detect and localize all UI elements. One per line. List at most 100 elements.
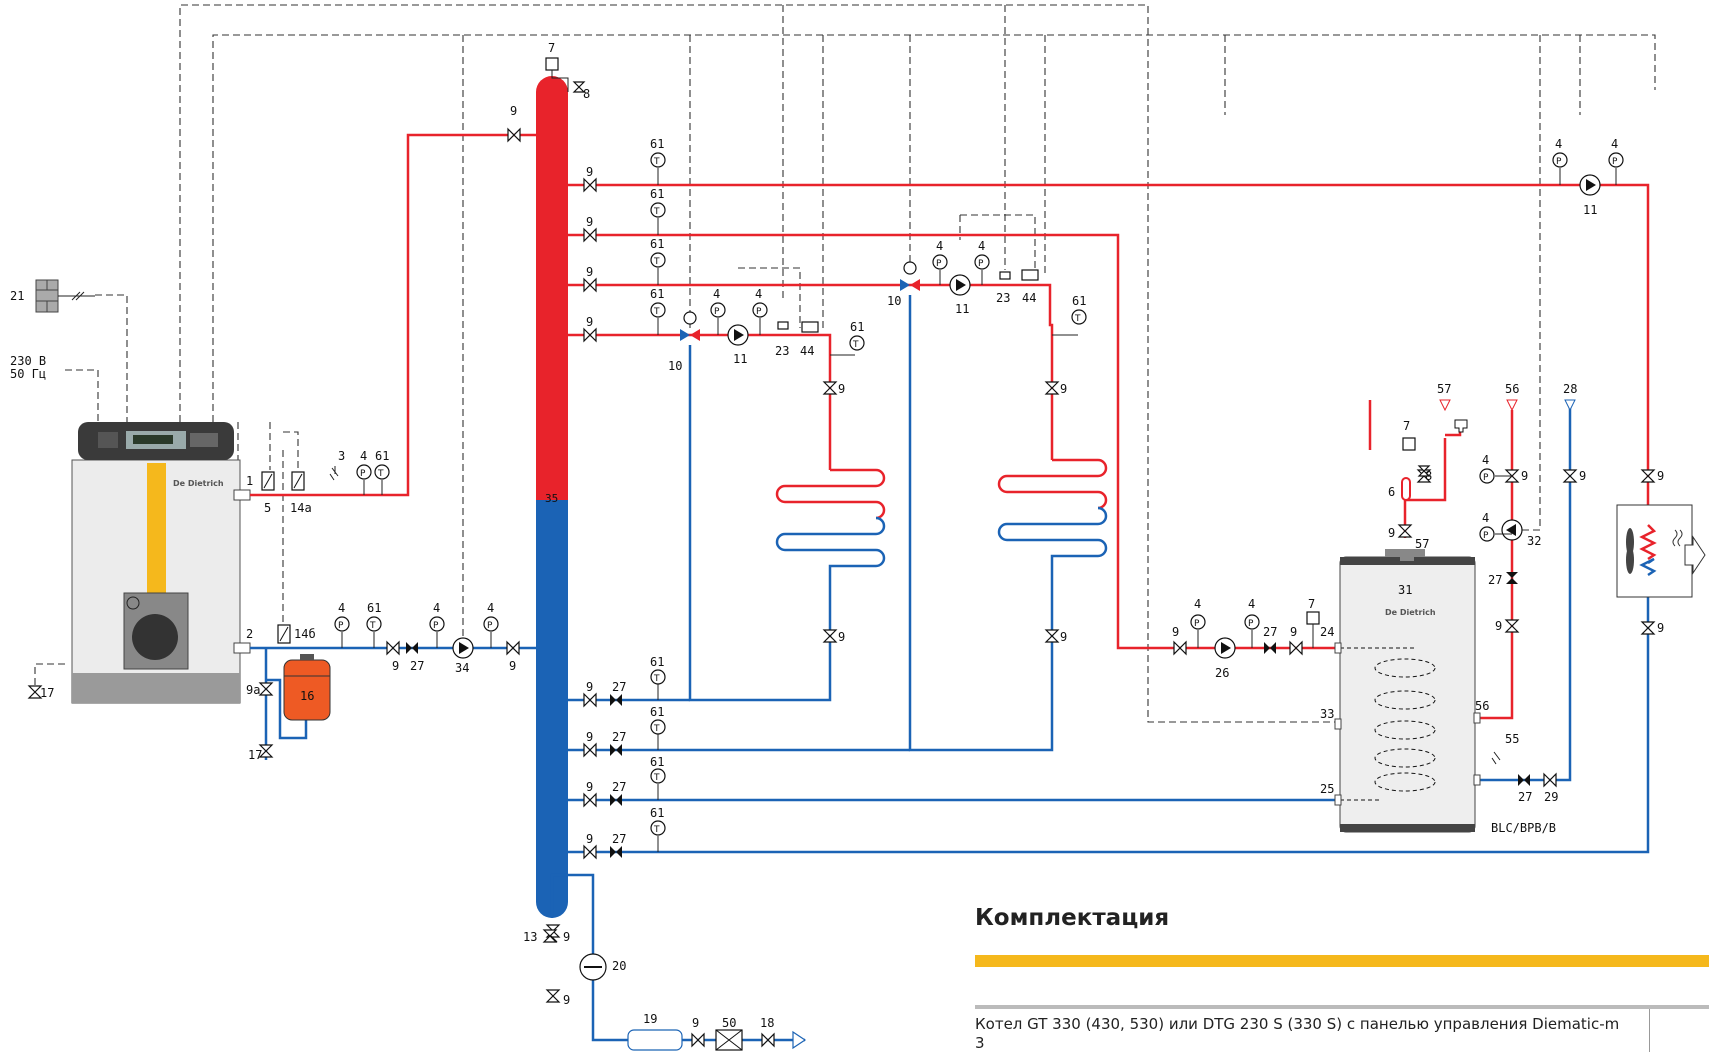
svg-text:7: 7 bbox=[1403, 419, 1410, 433]
boiler-control-panel bbox=[78, 422, 234, 460]
svg-text:9: 9 bbox=[1495, 619, 1502, 633]
svg-text:9: 9 bbox=[586, 315, 593, 329]
svg-text:1: 1 bbox=[246, 474, 253, 488]
dhw-tank: De Dietrich bbox=[1334, 549, 1481, 833]
svg-text:17: 17 bbox=[40, 686, 54, 700]
svg-text:9: 9 bbox=[1172, 625, 1179, 639]
heating-coils bbox=[688, 295, 1108, 752]
svg-text:T: T bbox=[852, 340, 859, 350]
svg-text:61: 61 bbox=[650, 287, 664, 301]
svg-text:9: 9 bbox=[1388, 526, 1395, 540]
svg-text:9a: 9a bbox=[246, 683, 260, 697]
svg-text:T: T bbox=[653, 674, 660, 684]
svg-text:61: 61 bbox=[650, 187, 664, 201]
svg-text:57: 57 bbox=[1415, 537, 1429, 551]
equipment-item: Котел GT 330 (430, 530) или DTG 230 S (3… bbox=[975, 1015, 1620, 1052]
svg-text:44: 44 bbox=[800, 344, 814, 358]
svg-text:9: 9 bbox=[586, 780, 593, 794]
svg-text:61: 61 bbox=[367, 601, 381, 615]
svg-text:11: 11 bbox=[955, 302, 969, 316]
svg-text:9: 9 bbox=[563, 930, 570, 944]
label-21: 21 bbox=[10, 289, 24, 303]
svg-text:9: 9 bbox=[586, 680, 593, 694]
svg-text:4: 4 bbox=[1555, 137, 1562, 151]
svg-text:9: 9 bbox=[1290, 625, 1297, 639]
svg-text:35: 35 bbox=[545, 492, 558, 505]
svg-text:11: 11 bbox=[733, 352, 747, 366]
svg-text:61: 61 bbox=[650, 655, 664, 669]
svg-text:P: P bbox=[433, 621, 439, 631]
svg-text:9: 9 bbox=[586, 165, 593, 179]
svg-text:T: T bbox=[653, 157, 660, 167]
svg-text:61: 61 bbox=[650, 755, 664, 769]
svg-text:9: 9 bbox=[586, 265, 593, 279]
labels: 21 230 В 50 Гц 3 4 61 1 5 14a 2 14б 9a 1… bbox=[10, 41, 1664, 1030]
svg-text:T: T bbox=[653, 773, 660, 783]
svg-text:P: P bbox=[714, 307, 720, 317]
svg-text:31: 31 bbox=[1398, 583, 1412, 597]
svg-text:56: 56 bbox=[1475, 699, 1489, 713]
expansion-vessel bbox=[283, 654, 331, 721]
svg-text:T: T bbox=[653, 257, 660, 267]
svg-text:9: 9 bbox=[586, 730, 593, 744]
svg-text:4: 4 bbox=[1248, 597, 1255, 611]
svg-text:16: 16 bbox=[300, 689, 314, 703]
svg-text:27: 27 bbox=[1488, 573, 1502, 587]
svg-text:T: T bbox=[377, 469, 384, 479]
svg-text:P: P bbox=[756, 307, 762, 317]
svg-text:2: 2 bbox=[246, 627, 253, 641]
svg-text:61: 61 bbox=[375, 449, 389, 463]
svg-text:3: 3 bbox=[338, 449, 345, 463]
tank-brand: De Dietrich bbox=[1385, 608, 1436, 617]
svg-text:T: T bbox=[1074, 314, 1081, 324]
valves bbox=[27, 81, 1656, 1048]
svg-text:9: 9 bbox=[586, 832, 593, 846]
svg-text:4: 4 bbox=[433, 601, 440, 615]
svg-text:P: P bbox=[1248, 619, 1254, 629]
svg-text:9: 9 bbox=[1060, 630, 1067, 644]
svg-text:29: 29 bbox=[1544, 790, 1558, 804]
svg-text:4: 4 bbox=[1482, 453, 1489, 467]
panel-title: Комплектация bbox=[975, 905, 1170, 931]
svg-text:P: P bbox=[1612, 157, 1618, 167]
svg-text:26: 26 bbox=[1215, 666, 1229, 680]
svg-text:4: 4 bbox=[1194, 597, 1201, 611]
svg-text:18: 18 bbox=[760, 1016, 774, 1030]
svg-text:4: 4 bbox=[360, 449, 367, 463]
svg-text:T: T bbox=[369, 621, 376, 631]
svg-text:6: 6 bbox=[1388, 485, 1395, 499]
gauges: T T T T T T T T P P P P T T P T P P P T … bbox=[334, 152, 1624, 852]
svg-text:9: 9 bbox=[509, 659, 516, 673]
svg-text:4: 4 bbox=[1482, 511, 1489, 525]
panel-divider bbox=[975, 1005, 1709, 1009]
svg-text:4: 4 bbox=[978, 239, 985, 253]
svg-text:32: 32 bbox=[1527, 534, 1541, 548]
svg-text:56: 56 bbox=[1505, 382, 1519, 396]
svg-text:23: 23 bbox=[996, 291, 1010, 305]
svg-text:T: T bbox=[653, 825, 660, 835]
svg-text:61: 61 bbox=[650, 705, 664, 719]
svg-text:19: 19 bbox=[643, 1012, 657, 1026]
svg-text:7: 7 bbox=[1308, 597, 1315, 611]
svg-text:4: 4 bbox=[487, 601, 494, 615]
svg-text:P: P bbox=[978, 259, 984, 269]
svg-text:61: 61 bbox=[650, 806, 664, 820]
mixing-valves bbox=[680, 261, 920, 341]
svg-text:10: 10 bbox=[887, 294, 901, 308]
svg-text:9: 9 bbox=[1657, 621, 1664, 635]
tank-model: BLC/BPB/B bbox=[1491, 821, 1556, 835]
svg-text:27: 27 bbox=[1263, 625, 1277, 639]
svg-text:9: 9 bbox=[392, 659, 399, 673]
svg-text:17: 17 bbox=[248, 748, 262, 762]
svg-text:24: 24 bbox=[1320, 625, 1334, 639]
svg-text:9: 9 bbox=[1579, 469, 1586, 483]
svg-text:61: 61 bbox=[650, 237, 664, 251]
svg-text:P: P bbox=[1483, 531, 1489, 541]
svg-text:14a: 14a bbox=[290, 501, 312, 515]
svg-text:27: 27 bbox=[1518, 790, 1532, 804]
svg-text:10: 10 bbox=[668, 359, 682, 373]
cold-pipes bbox=[250, 400, 1650, 1042]
svg-text:T: T bbox=[653, 724, 660, 734]
svg-text:4: 4 bbox=[755, 287, 762, 301]
